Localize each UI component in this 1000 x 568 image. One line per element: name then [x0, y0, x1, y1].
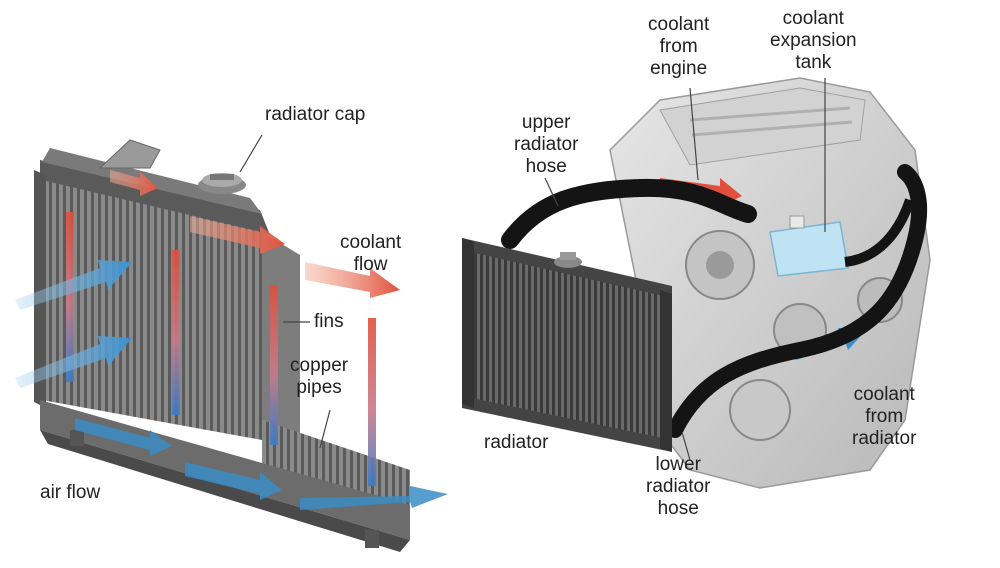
label-coolant-flow: coolant flow: [340, 232, 402, 275]
label-coolant-from-engine: coolant from engine: [648, 14, 710, 79]
radiator-cutaway: [15, 134, 448, 552]
label-fins: fins: [314, 311, 344, 332]
radiator-front: [462, 238, 672, 452]
label-copper-pipes: copper pipes: [290, 355, 349, 398]
label-air-flow: air flow: [40, 482, 101, 503]
flow-arrow-icon: [110, 170, 158, 196]
label-lower-radiator-hose: lower radiator hose: [646, 454, 711, 519]
hoses: [501, 164, 928, 461]
label-coolant-from-radiator: coolant from radiator: [852, 384, 917, 449]
label-radiator-cap: radiator cap: [265, 104, 366, 125]
label-radiator: radiator: [484, 432, 549, 453]
expansion-tank-icon: [769, 215, 849, 277]
label-coolant-expansion-tank: coolant expansion tank: [770, 8, 857, 73]
label-upper-radiator-hose: upper radiator hose: [514, 112, 579, 177]
